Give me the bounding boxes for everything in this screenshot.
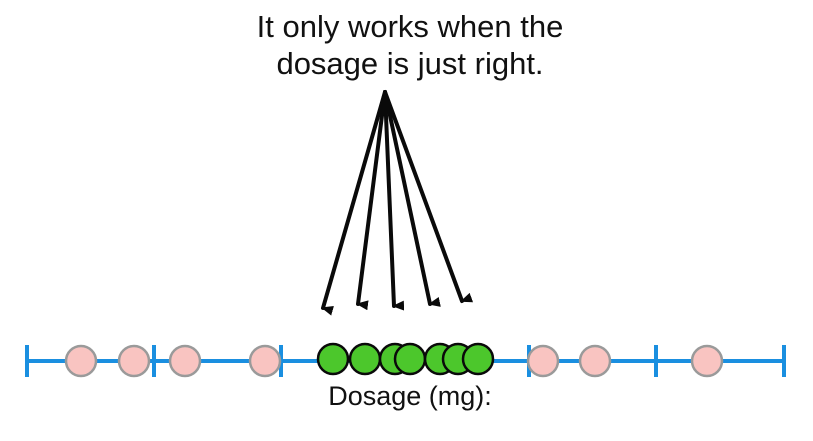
effective-point (316, 342, 350, 376)
ineffective-point (64, 344, 98, 378)
annotation-line-2: dosage is just right. (276, 46, 544, 81)
ineffective-points (64, 344, 724, 378)
ineffective-point (168, 344, 202, 378)
effective-point (461, 342, 495, 376)
arrow-3 (383, 90, 405, 311)
ineffective-point (690, 344, 724, 378)
ineffective-point (117, 344, 151, 378)
annotation-caption: It only works when the dosage is just ri… (200, 8, 620, 82)
effective-points (316, 342, 495, 376)
arrow-group (321, 90, 474, 316)
effective-point (393, 342, 427, 376)
effective-point (348, 342, 382, 376)
ineffective-point (526, 344, 560, 378)
ineffective-point (578, 344, 612, 378)
arrow-1 (321, 90, 387, 316)
arrow-2 (356, 90, 387, 311)
arrow-4 (383, 90, 441, 307)
annotation-line-1: It only works when the (256, 9, 564, 44)
axis-label: Dosage (mg): (328, 381, 492, 411)
ineffective-point (248, 344, 282, 378)
arrow-5 (383, 90, 474, 303)
